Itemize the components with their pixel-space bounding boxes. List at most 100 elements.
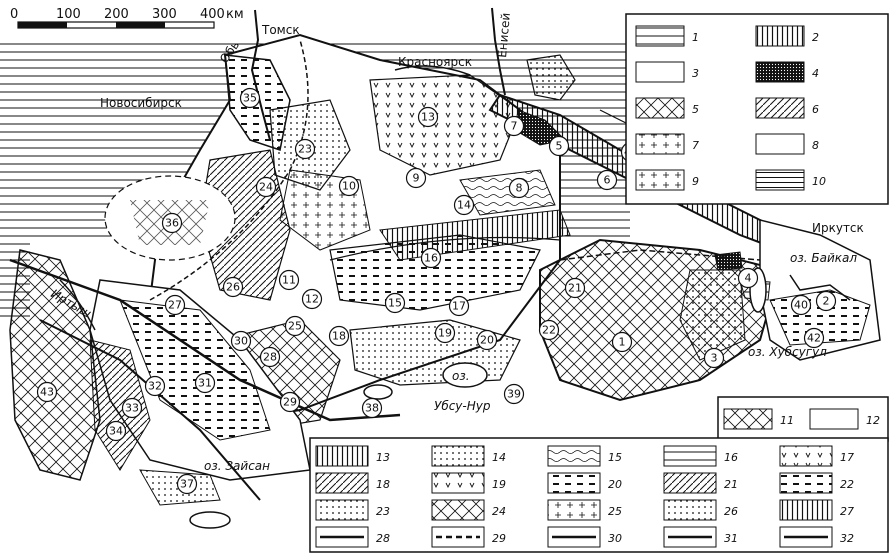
legend-number: 16 [724,451,738,464]
region-number: 17 [452,300,466,313]
legend-swatch [635,61,685,83]
lake-label-ubsu-nur: Убсу-Нур [434,399,491,413]
scale-unit: км [226,7,244,22]
region-number: 26 [226,281,240,294]
legend-number: 24 [492,505,506,518]
legend-number: 32 [840,532,854,545]
scale-tick-label: 100 [56,7,81,22]
legend-swatch [663,472,717,494]
region-marker [36,381,58,403]
legend-number: 29 [492,532,506,545]
legend-number: 19 [492,478,506,491]
legend-swatch [315,445,369,467]
legend-swatch [635,25,685,47]
region-marker [230,330,252,352]
region-marker [417,106,439,128]
region-marker [384,292,406,314]
legend-number: 4 [812,67,819,80]
region-number: 30 [234,335,248,348]
legend-swatch [431,499,485,521]
region-number: 7 [511,120,518,133]
legend-swatch [755,25,805,47]
city-label-krasnoyarsk: Красноярск [398,55,472,69]
region-marker [476,329,498,351]
region-marker [420,247,442,269]
legend-number: 6 [812,103,819,116]
legend-swatch [723,408,773,430]
city-label-irkutsk: Иркутск [812,221,864,235]
legend-swatch [779,499,833,521]
legend-number: 28 [376,532,390,545]
region-marker [239,87,261,109]
legend-number: 8 [812,139,819,152]
legend-swatch [779,472,833,494]
region-number: 8 [516,182,523,195]
legend-number: 27 [840,505,854,518]
city-label-novosibirsk: Новосибирск [100,96,182,110]
legend-number: 11 [780,414,794,427]
region-number: 37 [180,478,194,491]
region-number: 38 [365,402,379,415]
region-number: 4 [745,272,752,285]
legend-swatch [547,472,601,494]
legend-number: 17 [840,451,854,464]
region-marker [434,322,456,344]
scale-tick-label: 400 [200,7,225,22]
region-marker [194,372,216,394]
legend-swatch [635,169,685,191]
region-number: 35 [243,92,257,105]
baikal-area [679,219,881,361]
region-number: 23 [298,143,312,156]
region-marker [144,375,166,397]
legend-number: 23 [376,505,390,518]
region-marker [278,269,300,291]
legend-swatch [315,499,369,521]
legend-swatch [779,445,833,467]
scale-tick-label: 300 [152,7,177,22]
region-marker [222,276,244,298]
legend-number: 7 [692,139,699,152]
lake-label-khubsugul: оз. Хубсугул [748,345,827,359]
region-marker [294,138,316,160]
region-marker [611,331,633,353]
legend-number: 1 [692,31,699,44]
legend-swatch [663,499,717,521]
legend-swatch [635,133,685,155]
region-number: 29 [283,396,297,409]
region-number: 6 [604,174,611,187]
region-marker [790,294,812,316]
legend-number: 3 [692,67,699,80]
region-marker [328,325,350,347]
region-number: 11 [282,274,296,287]
region-number: 12 [305,293,319,306]
legend-swatch [755,61,805,83]
region-number: 24 [259,181,273,194]
region-number: 1 [619,336,626,349]
region-marker [405,167,427,189]
legend-swatch [431,445,485,467]
region-number: 31 [198,377,212,390]
region-number: 42 [807,332,821,345]
region-marker [284,315,306,337]
region-marker [255,176,277,198]
region-number: 18 [332,330,346,343]
region-number: 32 [148,380,162,393]
legend-number: 25 [608,505,622,518]
region-marker [503,383,525,405]
region-marker [105,420,127,442]
region-marker [164,294,186,316]
legend-swatch [755,169,805,191]
region-marker [508,177,530,199]
legend-number: 5 [692,103,699,116]
legend-number: 2 [812,31,819,44]
region-marker [503,115,525,137]
region-marker [161,212,183,234]
legend-swatch [635,97,685,119]
legend-number: 15 [608,451,622,464]
legend-swatch [755,133,805,155]
legend-number: 12 [866,414,880,427]
region-marker [279,391,301,413]
